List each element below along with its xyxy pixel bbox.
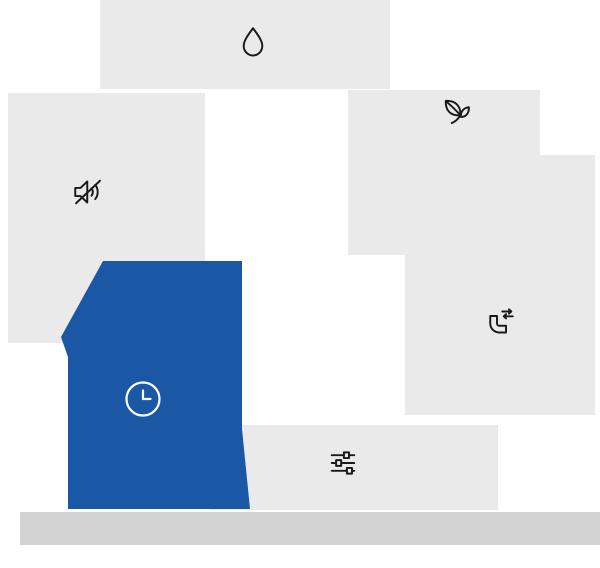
bottom-bar [20, 512, 600, 545]
connection-tile[interactable] [405, 155, 595, 415]
sliders-icon [325, 445, 361, 481]
speaker-muted-icon [70, 174, 106, 210]
hose-swap-icon [482, 304, 518, 340]
accent-shape[interactable] [61, 261, 250, 509]
settings-tile[interactable] [210, 425, 498, 510]
water-drop-icon [235, 24, 271, 60]
water-tile[interactable] [100, 0, 390, 89]
leaves-icon [438, 94, 474, 130]
